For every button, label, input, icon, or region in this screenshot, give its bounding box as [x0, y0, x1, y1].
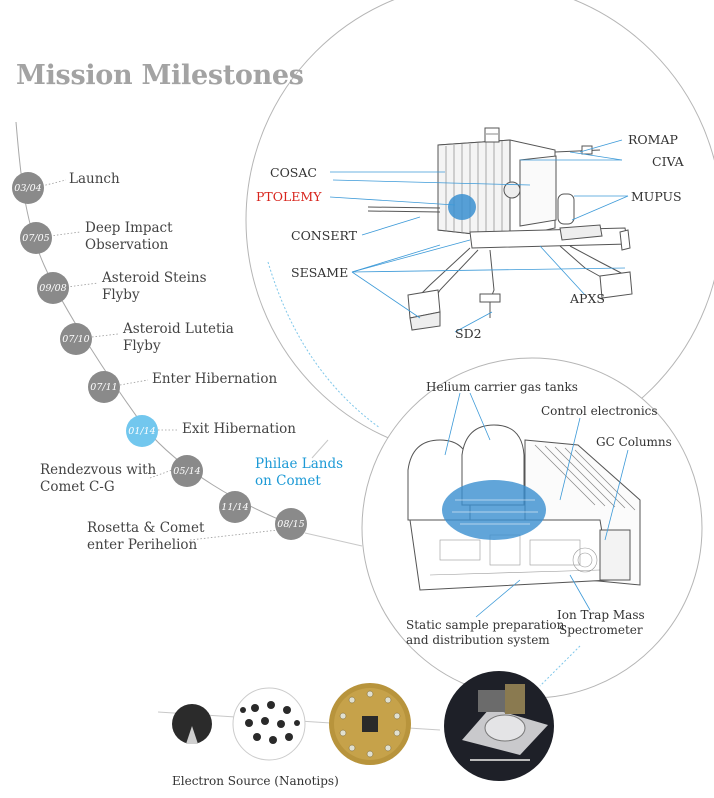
philae-landing-label: Philae Lands on Comet	[255, 456, 344, 489]
ptolemy-core-highlight	[442, 480, 546, 540]
milestone-bubbles	[12, 172, 307, 540]
milestone-bubble	[12, 172, 44, 204]
milestone-date: 11/14	[221, 502, 248, 513]
component-label-iontrap: Ion Trap Mass Spectrometer	[557, 608, 645, 637]
part-label-civa: CIVA	[652, 154, 684, 169]
milestone-label: Rosetta & Comet enter Perihelion	[87, 520, 205, 553]
milestone-date: 07/11	[90, 382, 117, 393]
milestone-date: 05/14	[173, 466, 200, 477]
electron-source-caption: Electron Source (Nanotips)	[172, 774, 339, 788]
part-label-apxs: APXS	[570, 291, 605, 306]
milestone-bubble	[126, 415, 158, 447]
part-label-sd2: SD2	[455, 326, 482, 341]
component-label-static: Static sample preparation and distributi…	[406, 618, 565, 647]
part-label-cosac: COSAC	[270, 165, 317, 180]
milestone-bubble	[219, 491, 251, 523]
page-title: Mission Milestones	[16, 60, 304, 91]
milestone-label: Exit Hibernation	[182, 421, 296, 437]
milestone-date: 08/15	[277, 519, 304, 530]
milestone-label: Rendezvous with Comet C-G	[40, 462, 157, 495]
ptolemy-leaders	[444, 392, 629, 618]
milestone-bubble	[171, 455, 203, 487]
milestone-bubble	[88, 371, 120, 403]
part-label-consert: CONSERT	[291, 228, 357, 243]
component-label-helium: Helium carrier gas tanks	[426, 380, 578, 394]
ptolemy-highlight	[448, 194, 476, 220]
milestone-bubble	[275, 508, 307, 540]
component-label-gc: GC Columns	[596, 435, 672, 449]
lander-leaders	[329, 139, 629, 333]
milestone-date: 07/05	[22, 233, 49, 244]
milestone-date: 09/08	[39, 283, 66, 294]
milestone-label: Enter Hibernation	[152, 371, 278, 387]
milestone-date: 01/14	[128, 426, 155, 437]
part-label-ptolemy: PTOLEMY	[256, 189, 322, 204]
milestone-date: 07/10	[62, 334, 89, 345]
part-label-mupus: MUPUS	[631, 189, 682, 204]
blue-dotted-arc	[267, 261, 381, 429]
connector-line	[304, 532, 363, 547]
nanotip-photo	[172, 704, 212, 744]
milestone-label: Asteroid Lutetia Flyby	[123, 321, 234, 354]
milestone-label: Asteroid Steins Flyby	[102, 270, 207, 303]
milestone-bubble	[60, 323, 92, 355]
component-photos	[157, 671, 554, 781]
part-label-sesame: SESAME	[291, 265, 349, 280]
milestone-bubble	[20, 222, 52, 254]
component-label-control: Control electronics	[541, 404, 658, 418]
milestone-label: Launch	[69, 171, 120, 187]
milestone-label: Deep Impact Observation	[85, 220, 173, 253]
milestone-leaders	[41, 179, 279, 541]
milestone-date: 03/04	[14, 183, 41, 194]
milestone-dates: 03/04 07/05 09/08 07/10 07/11 01/14 05/1…	[14, 183, 304, 530]
part-label-romap: ROMAP	[628, 132, 678, 147]
milestone-bubble	[37, 272, 69, 304]
